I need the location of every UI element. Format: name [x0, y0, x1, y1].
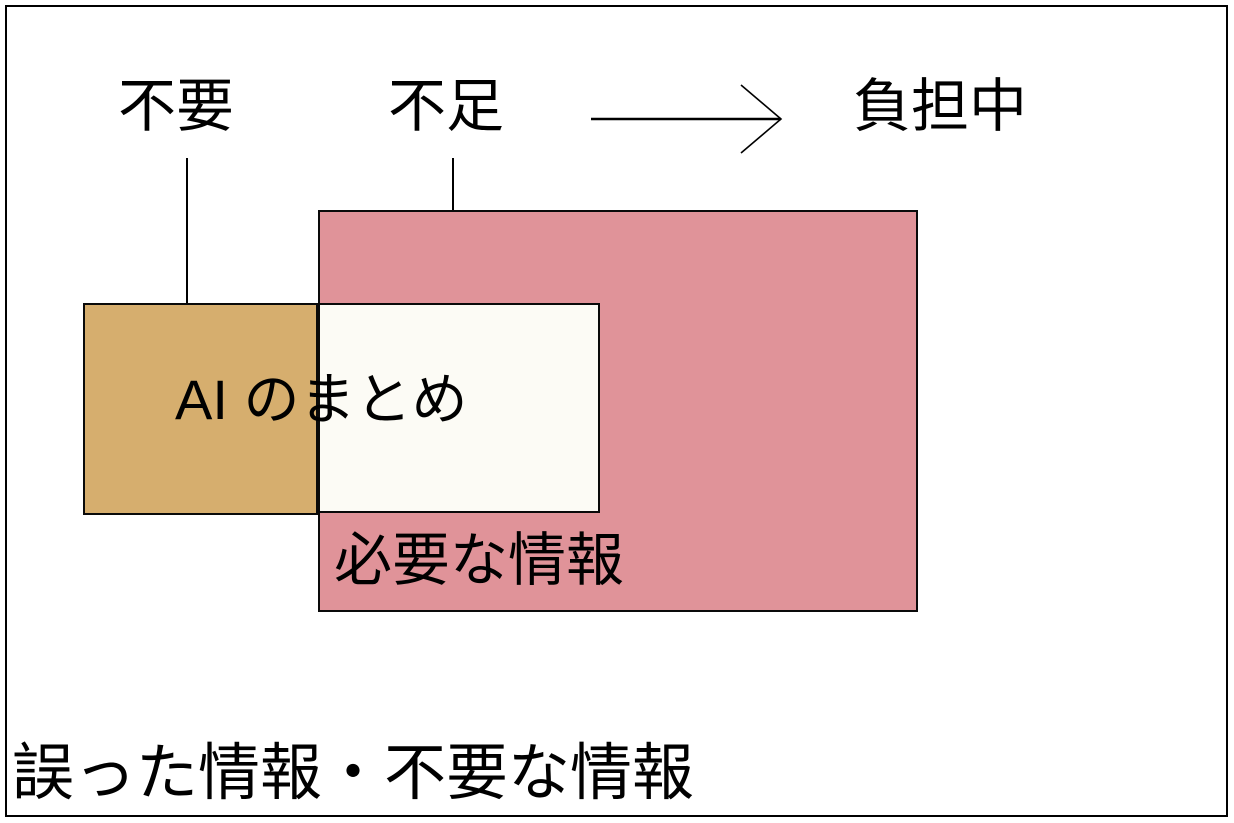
box-unnecessary-information [83, 303, 318, 515]
text-ai-summary: AI のまとめ [175, 368, 468, 431]
caption-incorrect-and-unnecessary-information: 誤った情報・不要な情報 [12, 739, 695, 808]
right-arrow-icon [591, 84, 783, 154]
label-burdened: 負担中 [853, 74, 1028, 139]
label-unnecessary: 不要 [118, 74, 235, 139]
label-insufficient: 不足 [388, 74, 505, 139]
leader-line-unnecessary [186, 158, 188, 348]
box-ai-summary [318, 303, 600, 513]
text-needed-information: 必要な情報 [334, 528, 625, 593]
